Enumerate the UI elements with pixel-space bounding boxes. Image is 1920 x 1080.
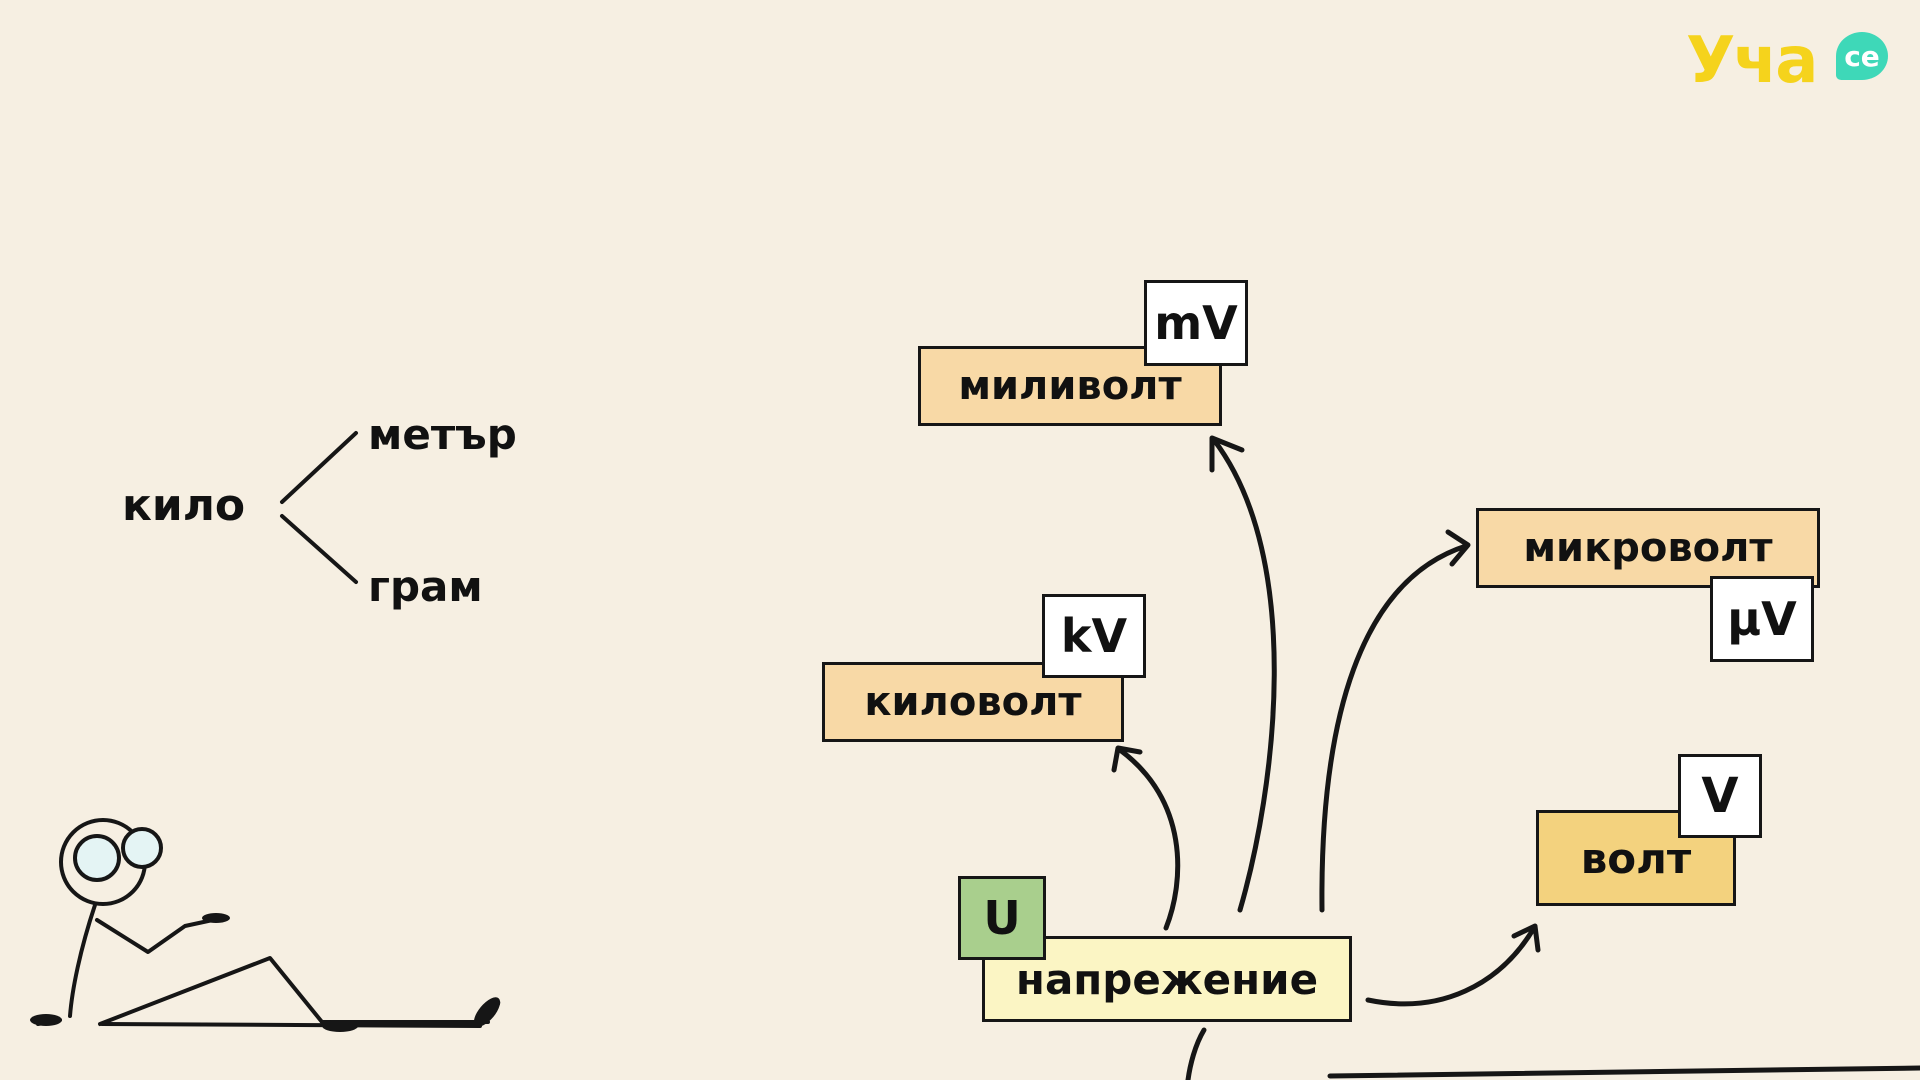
arrow-head-kilovolt <box>1111 745 1143 773</box>
branch-meter-text: метър <box>368 410 517 459</box>
microvolt-symbol-tag: µV <box>1710 576 1814 662</box>
branch-gram-text: грам <box>368 562 483 611</box>
voltage-root-label: напрежение <box>982 936 1352 1022</box>
arrow-to-microvolt <box>1319 543 1469 913</box>
kilovolt-symbol-tag: kV <box>1042 594 1146 678</box>
arrows <box>1111 435 1920 1080</box>
millivolt-label: миливолт <box>918 346 1222 426</box>
prefix-kilo-text: кило <box>122 480 246 531</box>
volt-symbol-tag: V <box>1678 754 1762 838</box>
arrow-to-kilovolt <box>1117 747 1181 931</box>
prefix-branch-lines <box>280 431 358 584</box>
figure-feet <box>30 913 501 1032</box>
arrow-head-microvolt <box>1445 529 1471 567</box>
logo-badge: се <box>1836 32 1888 80</box>
logo-text: Уча <box>1686 24 1818 98</box>
microvolt-label: микроволт <box>1476 508 1820 588</box>
arrow-head-volt <box>1511 923 1541 953</box>
arrow-head-millivolt <box>1209 435 1245 473</box>
arrow-to-volt <box>1365 925 1537 1007</box>
ucha-se-logo: Уча се <box>1686 24 1896 104</box>
voltage-symbol-tag: U <box>958 876 1046 960</box>
stick-figure-character <box>36 818 501 1028</box>
millivolt-symbol-tag: mV <box>1144 280 1248 366</box>
arrow-to-millivolt <box>1211 437 1277 913</box>
